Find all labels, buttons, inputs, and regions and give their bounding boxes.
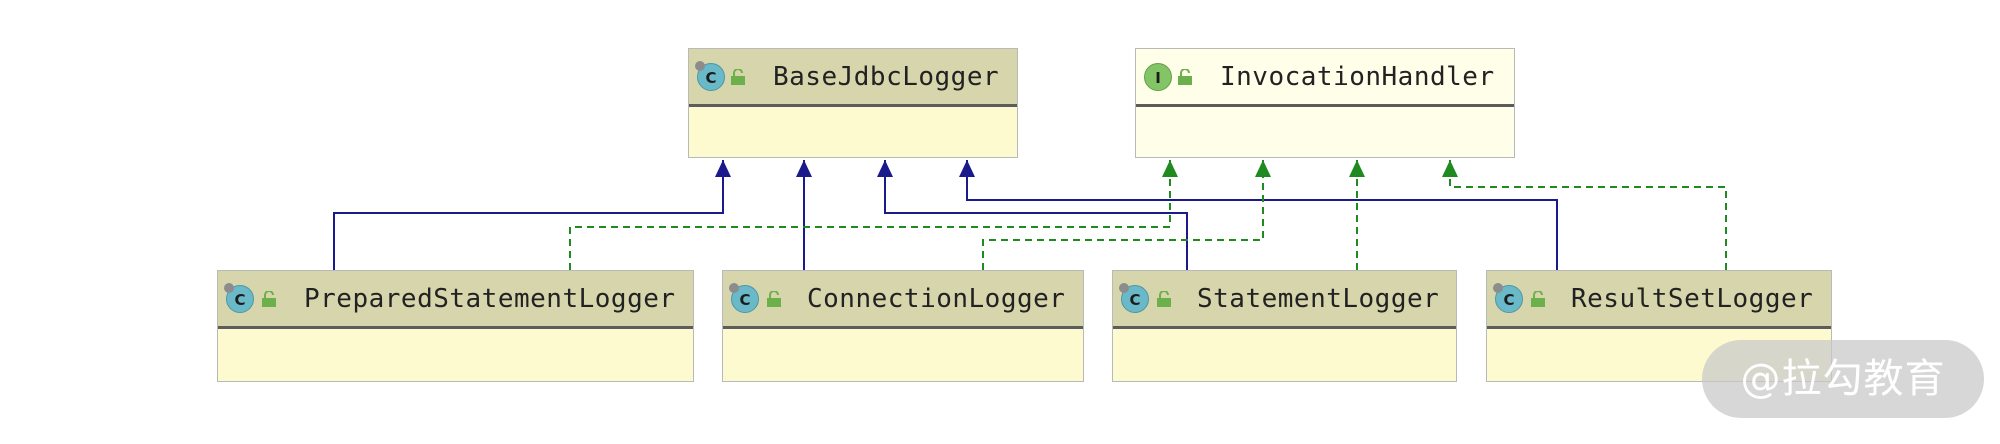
arrowhead [1162,160,1178,177]
unlocked-icon [262,291,276,307]
edge-line [1449,160,1727,270]
abstract-marker-icon [695,61,705,71]
class-name: ConnectionLogger [807,284,1066,314]
edge-prepared-to-handler [569,160,1178,270]
class-name: PreparedStatementLogger [304,284,676,314]
arrowhead [1349,160,1365,177]
class-box-base-jdbc-logger[interactable]: C BaseJdbcLogger [688,48,1018,158]
arrowhead [877,160,893,177]
abstract-marker-icon [1493,283,1503,293]
watermark: @拉勾教育 [1702,340,1984,418]
arrowhead [959,160,975,177]
class-name: BaseJdbcLogger [773,62,1000,92]
edge-resultset-to-handler [1442,160,1727,270]
unlocked-icon [731,69,745,85]
interface-box-invocation-handler[interactable]: I InvocationHandler [1135,48,1515,158]
edge-line [982,160,1264,270]
unlocked-icon [1178,69,1192,85]
class-header: C ConnectionLogger [723,271,1083,329]
arrowhead [1255,160,1271,177]
class-c-icon: C [1495,285,1523,313]
abstract-marker-icon [1119,283,1129,293]
class-header: C ResultSetLogger [1487,271,1831,329]
arrowhead [715,160,731,177]
class-box-statement-logger[interactable]: C StatementLogger [1112,270,1457,382]
abstract-marker-icon [224,283,234,293]
interface-i-icon: I [1144,63,1172,91]
edge-statement-to-base [877,160,1188,270]
arrowhead [1442,160,1458,177]
edge-line [333,160,724,270]
interface-header: I InvocationHandler [1136,49,1514,107]
abstract-marker-icon [729,283,739,293]
class-name: ResultSetLogger [1571,284,1814,314]
edge-line [569,160,1171,270]
class-box-connection-logger[interactable]: C ConnectionLogger [722,270,1084,382]
edge-line [884,160,1188,270]
edge-connection-to-handler [982,160,1271,270]
edge-statement-to-handler [1349,160,1365,270]
unlocked-icon [767,291,781,307]
class-header: C StatementLogger [1113,271,1456,329]
class-header: C BaseJdbcLogger [689,49,1017,107]
interface-name: InvocationHandler [1220,62,1495,92]
edge-connection-to-base [796,160,812,270]
class-header: C PreparedStatementLogger [218,271,693,329]
edge-prepared-to-base [333,160,731,270]
arrowhead [796,160,812,177]
class-name: StatementLogger [1197,284,1440,314]
unlocked-icon [1157,291,1171,307]
class-box-prepared-statement-logger[interactable]: C PreparedStatementLogger [217,270,694,382]
unlocked-icon [1531,291,1545,307]
